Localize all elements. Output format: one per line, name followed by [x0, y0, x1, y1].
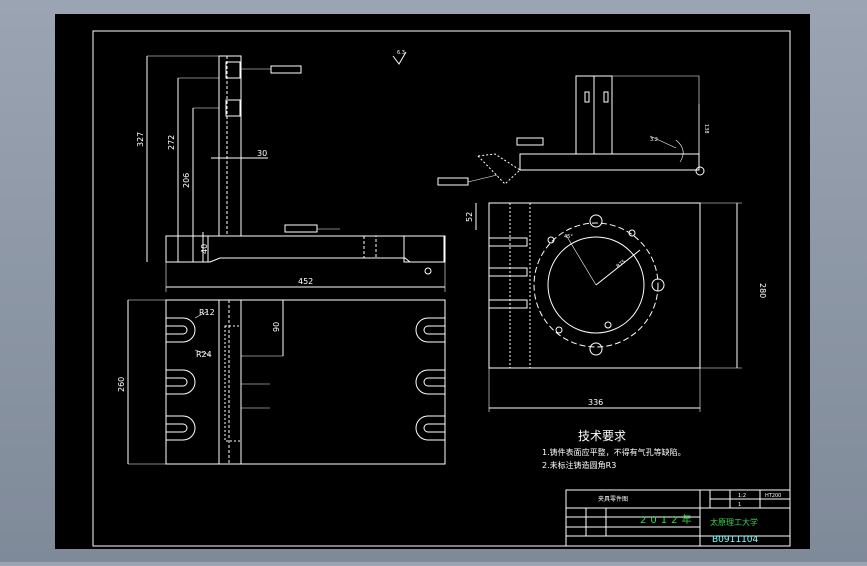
front-view: [146, 55, 446, 292]
dim-radius-small: R12: [199, 308, 215, 317]
dim-overall-height: 327: [136, 132, 145, 147]
side-view-dims: 138 3.2: [650, 124, 709, 143]
dim-length: 452: [298, 277, 313, 286]
dim-height: 260: [117, 377, 126, 392]
sheet: 1: [738, 502, 741, 508]
notes-title: 技术要求: [578, 429, 626, 443]
date: 2012年: [640, 513, 695, 526]
scale: 1:2: [738, 493, 746, 499]
paper: [55, 14, 810, 549]
title-block: [565, 489, 791, 547]
dim-radius-large: R24: [196, 350, 212, 359]
dim-plan-height: 280: [758, 283, 767, 298]
dim-plan-width: 336: [588, 398, 603, 407]
plan-view: [475, 202, 742, 412]
material: HT200: [765, 493, 781, 499]
dim-radius: R75: [616, 259, 627, 270]
notes-line-2: 2.未标注铸造圆角R3: [542, 460, 616, 470]
dim-width-small: 30: [257, 149, 267, 158]
dim-spacing: 90: [272, 322, 281, 332]
dim-angle: 45°: [564, 234, 573, 240]
part-name: 夹具零件图: [598, 495, 628, 503]
dim-mid-height: 272: [167, 135, 176, 150]
roughness-symbol: 6.3: [392, 50, 407, 65]
title-block-green: 2012年 太原理工大学: [640, 513, 758, 527]
school: 太原理工大学: [710, 517, 758, 527]
side-view: [437, 75, 705, 186]
dim-lower-height: 206: [182, 173, 191, 188]
title-block-text: 夹具零件图 1:2 HT200 1: [598, 493, 781, 508]
notes-line-1: 1.铸件表面应平整，不得有气孔等缺陷。: [542, 447, 686, 457]
bottom-left-view: [127, 299, 446, 465]
plan-view-dims: 280 336 52 R75 45°: [465, 212, 767, 407]
dim-top-offset: 52: [465, 212, 474, 222]
front-view-dims: 327 272 206 30 40 452: [136, 132, 313, 286]
drawing-border: [92, 30, 791, 547]
technical-notes: 技术要求 1.铸件表面应平整，不得有气孔等缺陷。 2.未标注铸造圆角R3: [542, 429, 686, 470]
drawing-number: B0911104: [712, 535, 759, 545]
bottom-left-dims: 260 R12 R24 90: [117, 308, 281, 392]
dim-base-thickness: 40: [200, 244, 209, 254]
roughness-value: 6.3: [397, 50, 405, 56]
dim-small: 3.2: [650, 137, 658, 143]
dim-right-height: 138: [703, 124, 709, 134]
